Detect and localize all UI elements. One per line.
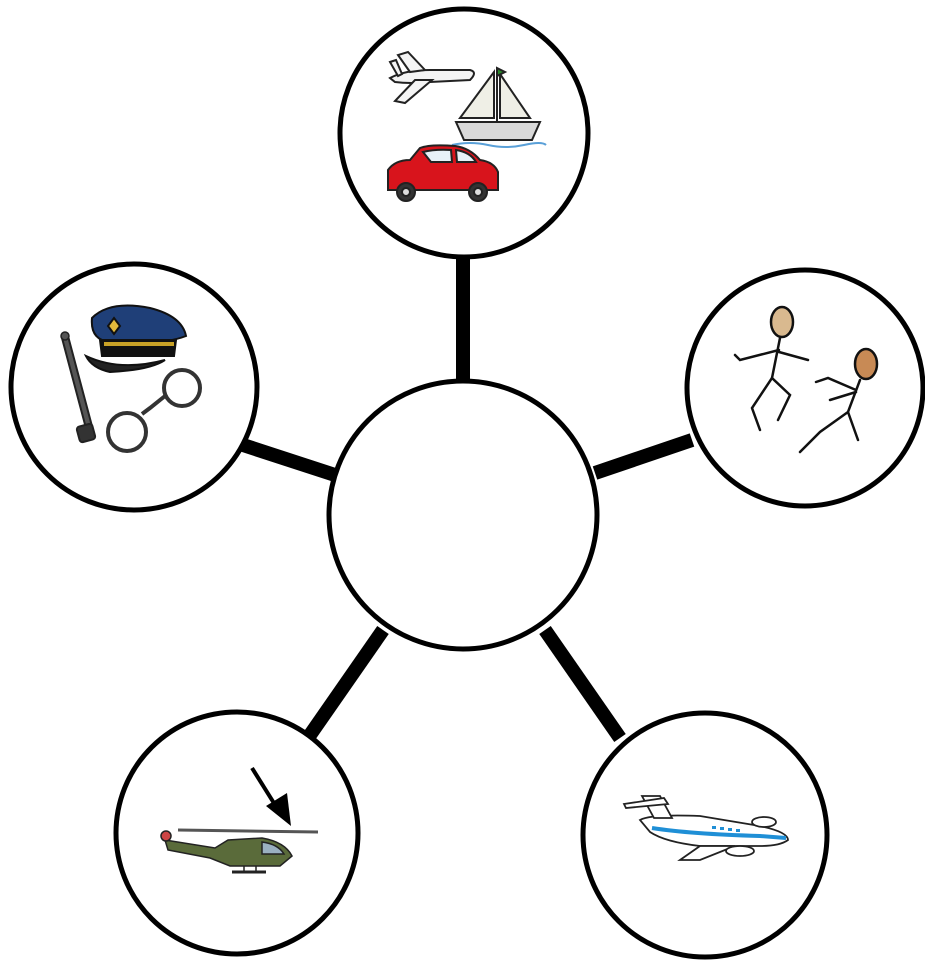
node-plane[interactable]	[583, 713, 827, 957]
connector-left	[243, 445, 335, 475]
node-transport[interactable]	[340, 9, 588, 257]
node-helicopter-circle	[116, 712, 358, 954]
connector-right	[595, 440, 692, 473]
center-node[interactable]	[329, 381, 597, 649]
node-fight[interactable]	[687, 270, 923, 506]
connector-bottom-left	[310, 630, 383, 735]
node-fight-circle	[687, 270, 923, 506]
connector-bottom-right	[545, 630, 620, 738]
node-helicopter[interactable]	[116, 712, 358, 954]
node-police[interactable]	[11, 264, 257, 510]
node-police-circle	[11, 264, 257, 510]
